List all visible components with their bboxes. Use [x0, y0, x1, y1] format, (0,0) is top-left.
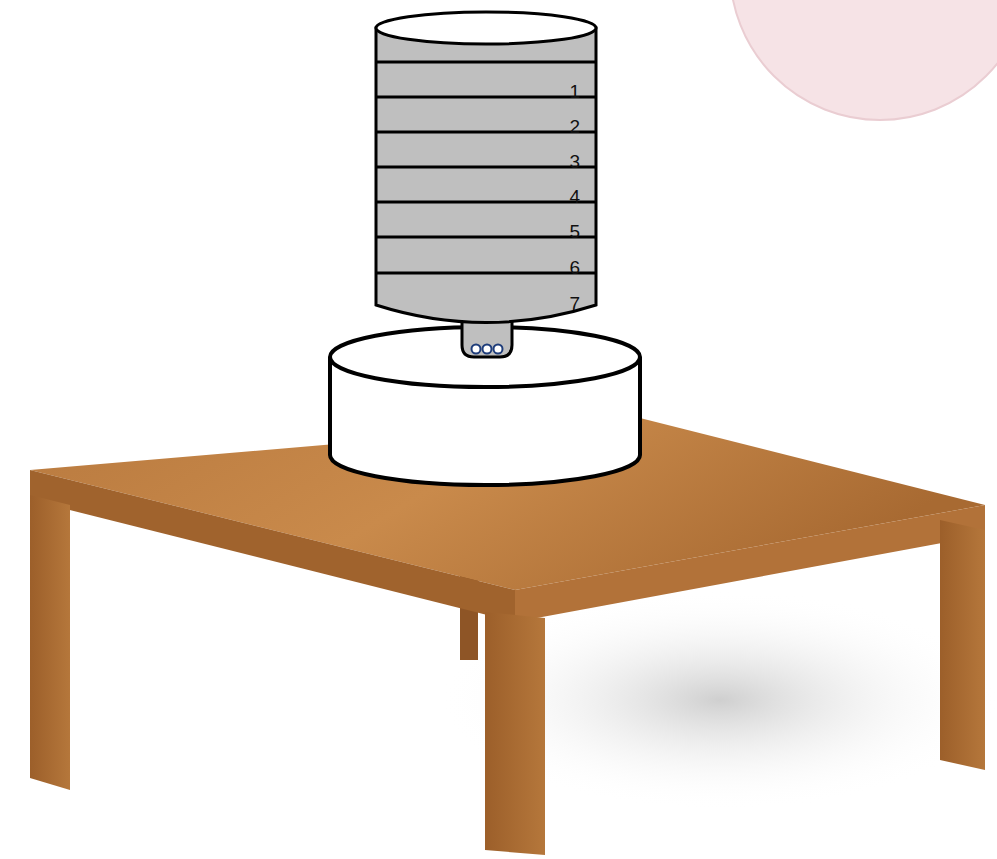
band-number: 4 — [569, 187, 580, 206]
band-number: 6 — [569, 258, 580, 277]
bottle-band: 6 — [378, 237, 594, 273]
band-lines — [376, 62, 596, 273]
band-number: 5 — [569, 222, 580, 241]
decor-circle — [730, 0, 997, 120]
bottle-band: 3 — [378, 132, 594, 167]
band-number: 2 — [569, 117, 580, 136]
hole — [472, 345, 481, 354]
hole — [483, 345, 492, 354]
table-leg — [485, 612, 545, 855]
table-leg — [940, 520, 985, 770]
band-number: 1 — [569, 82, 580, 101]
table-leg — [30, 495, 70, 790]
bottle-band: 1 — [378, 62, 594, 97]
bottle-body — [376, 28, 596, 323]
band-number: 7 — [569, 294, 580, 313]
bottle-band: 5 — [378, 202, 594, 237]
bottle-band: 2 — [378, 97, 594, 132]
bottle-top — [376, 12, 596, 44]
hole — [494, 345, 503, 354]
band-number: 3 — [569, 152, 580, 171]
table-edge — [30, 470, 515, 622]
table-edge — [515, 505, 985, 622]
bottle-band: 7 — [378, 273, 594, 309]
bottle-band: 4 — [378, 167, 594, 202]
